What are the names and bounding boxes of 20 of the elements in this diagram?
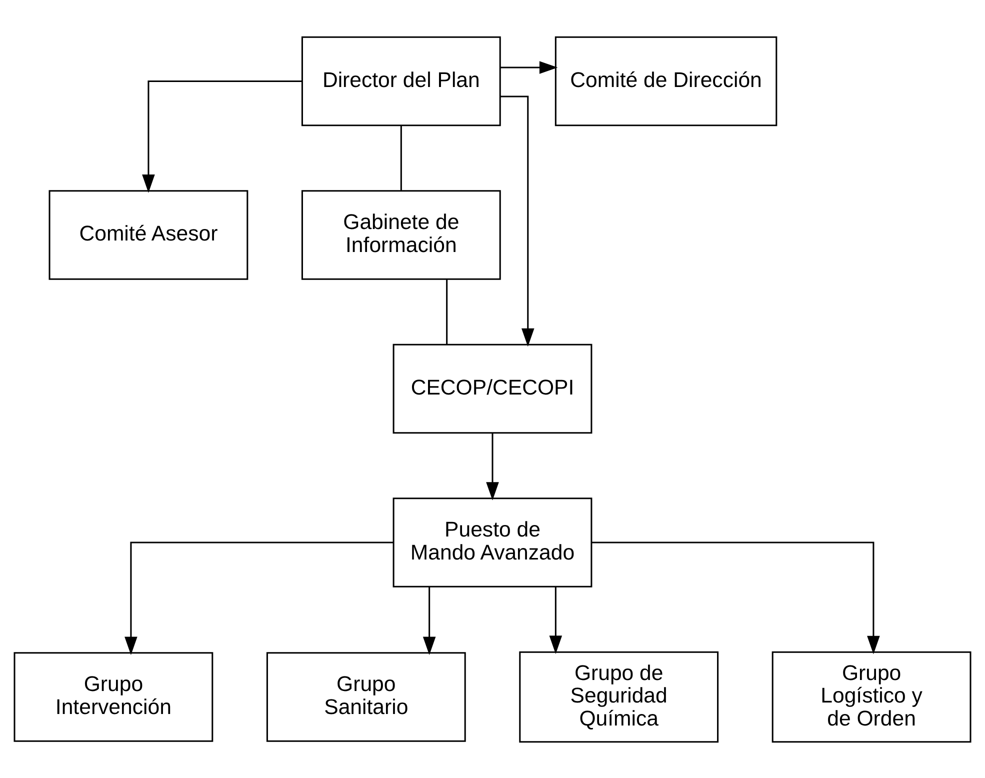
node-box: Grupo Logístico y de Orden <box>772 650 972 742</box>
node-box: Gabinete de Información <box>301 190 501 280</box>
arrow <box>500 95 534 346</box>
node-box: Grupo Sanitario <box>266 652 466 742</box>
arrow <box>124 541 394 655</box>
node-box: Comité Asesor <box>48 190 248 280</box>
node-box: Grupo de Seguridad Química <box>519 650 719 742</box>
connector <box>400 125 402 190</box>
arrow <box>549 586 562 654</box>
arrow <box>422 586 436 655</box>
connector <box>446 278 448 344</box>
node-box: CECOP/CECOPI <box>392 343 592 434</box>
node-box: Grupo Intervención <box>14 652 214 742</box>
arrow <box>500 60 558 74</box>
arrow <box>592 541 880 654</box>
arrow <box>486 432 499 500</box>
node-box: Comité de Dirección <box>554 36 778 126</box>
arrow <box>142 80 302 192</box>
node-box: Director del Plan <box>301 36 501 126</box>
node-box: Puesto de Mando Avanzado <box>392 497 592 587</box>
